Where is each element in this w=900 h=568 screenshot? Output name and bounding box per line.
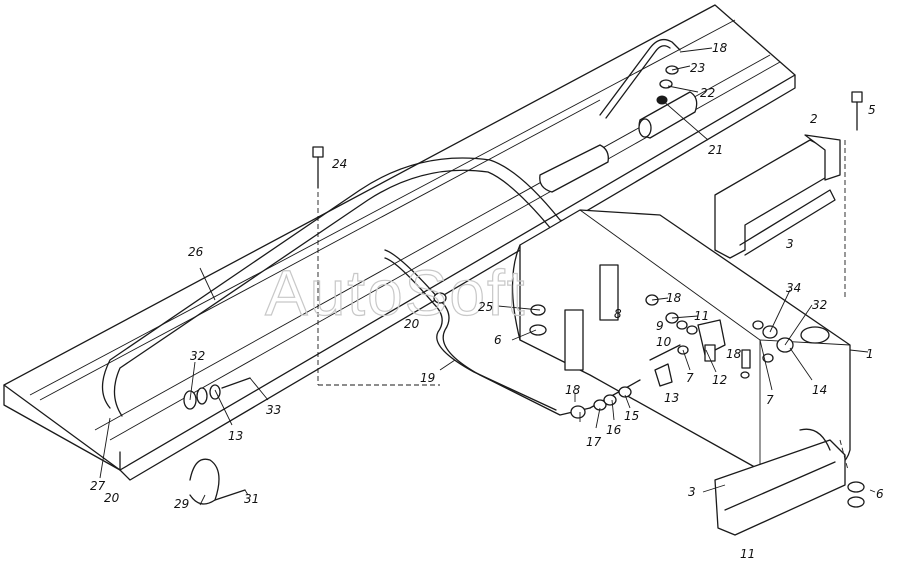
callout-8: 8 [614,307,622,321]
callout-22: 22 [700,86,715,100]
callout-3a: 3 [786,237,794,251]
hose-clamp [183,377,251,505]
fittings-cluster [645,294,726,387]
fuel-tank [511,209,851,471]
callout-18b: 18 [666,291,682,305]
callout-14: 14 [812,383,827,397]
callout-23: 23 [690,61,705,75]
callout-29: 29 [174,497,189,511]
callout-2: 2 [810,112,818,126]
callout-33: 33 [266,403,281,417]
callout-32b: 32 [190,349,205,363]
callout-18a: 18 [712,41,728,55]
bolt-5 [839,91,863,471]
callout-18c: 18 [726,347,742,361]
callout-7a: 7 [686,371,694,385]
callout-25: 25 [478,300,493,314]
callout-13a: 13 [664,391,679,405]
fittings-lower [570,379,641,419]
callout-16: 16 [606,423,622,437]
callout-10: 10 [656,335,672,349]
lower-bracket [714,428,846,536]
callout-34: 34 [786,281,801,295]
watermark: AutoSoft [265,257,527,329]
frame-rail [3,4,796,481]
callout-17: 17 [586,435,602,449]
leader-lines [99,47,876,506]
callout-13b: 13 [228,429,243,443]
callout-6b: 6 [876,487,884,501]
callout-9: 9 [656,319,664,333]
callout-18d: 18 [565,383,581,397]
callout-11: 11 [694,309,709,323]
callout-3b: 3 [688,485,696,499]
callout-31: 31 [244,492,259,506]
callout-24: 24 [332,157,347,171]
callout-11b: 11 [740,547,755,561]
callout-21: 21 [708,143,723,157]
callout-labels: 18 23 22 21 2 5 24 26 3 34 32 25 18 11 8… [90,41,884,561]
callout-1: 1 [866,347,874,361]
nuts [529,304,865,508]
callout-20b: 20 [104,491,120,505]
callout-20a: 20 [404,317,420,331]
callout-32a: 32 [812,298,827,312]
callout-7b: 7 [766,393,774,407]
upper-bracket [714,134,841,259]
callout-15: 15 [624,409,639,423]
callout-6a: 6 [494,333,502,347]
callout-27: 27 [90,479,106,493]
callout-19: 19 [420,371,435,385]
bolt-24 [312,146,440,386]
callout-12: 12 [712,373,727,387]
callout-26: 26 [188,245,204,259]
return-line [384,249,591,416]
callout-5: 5 [868,103,876,117]
